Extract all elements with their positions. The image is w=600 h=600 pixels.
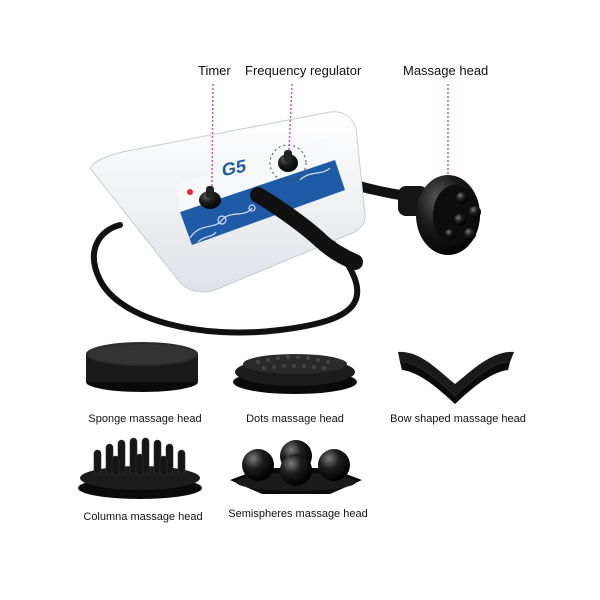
label-pointers [211, 83, 449, 188]
g5-device [89, 111, 366, 293]
dots-head-caption: Dots massage head [246, 413, 344, 425]
timer-label: Timer [198, 63, 231, 78]
floral-decoration [189, 167, 331, 243]
sponge-head [86, 342, 198, 392]
massage-head-label: Massage head [403, 63, 489, 78]
handle-grip [250, 187, 363, 270]
sponge-head-caption: Sponge massage head [88, 413, 202, 425]
power-led [187, 189, 193, 195]
dots-head [233, 354, 357, 394]
timer-knob[interactable] [199, 186, 221, 209]
cable [91, 222, 361, 336]
semispheres-head [230, 440, 362, 494]
main-massage-head [398, 175, 481, 255]
frequency-regulator-label: Frequency regulator [245, 63, 362, 78]
columna-head [78, 437, 202, 499]
semispheres-head-caption: Semispheres massage head [228, 508, 368, 520]
frequency-knob[interactable] [269, 144, 307, 182]
bow-head-caption: Bow shaped massage head [390, 413, 526, 425]
bow-head [398, 351, 514, 404]
columna-head-caption: Columna massage head [83, 511, 203, 523]
